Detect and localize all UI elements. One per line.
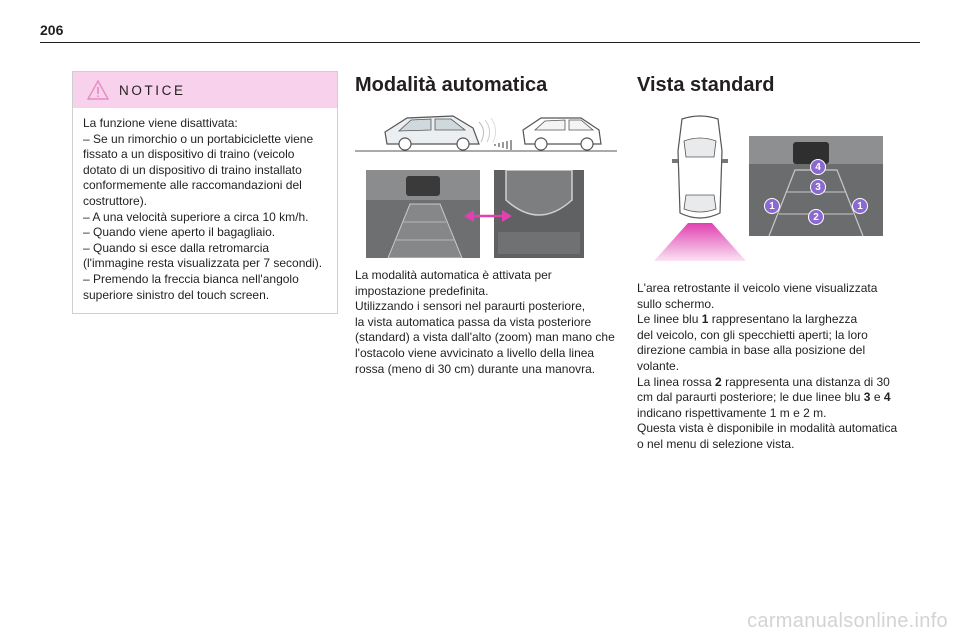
standard-view-line: cm dal paraurti posteriore; le due linee… — [637, 390, 891, 405]
standard-view-line: direzione cambia in base alla posizione … — [637, 343, 866, 358]
auto-mode-line: rossa (meno di 30 cm) durante una manovr… — [355, 361, 596, 376]
auto-mode-line: la vista automatica passa da vista poste… — [355, 314, 592, 329]
auto-mode-line: impostazione predefinita. — [355, 283, 489, 298]
standard-view-line: Questa vista è disponibile in modalità a… — [637, 421, 898, 436]
standard-view-heading: Vista standard — [637, 74, 775, 96]
auto-mode-line: La modalità automatica è attivata per — [355, 268, 552, 282]
notice-line: – Quando si esce dalla retromarcia — [83, 240, 270, 255]
callout-1-left: 1 — [764, 198, 780, 214]
notice-line: – A una velocità superiore a circa 10 km… — [83, 209, 309, 224]
notice-box: NOTICE La funzione viene disattivata: – … — [72, 71, 338, 314]
notice-line: dotato di un dispositivo di traino insta… — [83, 162, 302, 177]
standard-view-line: La linea rossa 2 rappresenta una distanz… — [637, 374, 890, 389]
callout-4: 4 — [810, 159, 826, 175]
callout-3: 3 — [810, 179, 826, 195]
watermark: carmanualsonline.info — [747, 610, 948, 632]
notice-title: NOTICE — [119, 82, 186, 98]
notice-line: fissato a un dispositivo di traino (veic… — [83, 147, 295, 162]
callout-2: 2 — [808, 209, 824, 225]
car-top-view-illustration — [654, 115, 746, 261]
header-rule — [40, 42, 920, 43]
notice-line: La funzione viene disattivata: — [83, 116, 238, 130]
page-number: 206 — [40, 22, 64, 38]
car-approach-illustration — [355, 115, 617, 152]
auto-mode-line: (standard) a vista dall'alto (zoom) man … — [355, 330, 615, 345]
notice-body: La funzione viene disattivata: – Se un r… — [73, 108, 337, 303]
notice-line: costruttore). — [83, 193, 148, 208]
auto-mode-text: La modalità automatica è attivata per im… — [355, 268, 615, 377]
auto-mode-line: l'ostacolo viene avvicinato a livello de… — [355, 345, 595, 360]
standard-view-line: del veicolo, con gli specchietti aperti;… — [637, 327, 868, 342]
notice-line: superiore sinistro del touch screen. — [83, 287, 270, 302]
auto-mode-line: Utilizzando i sensori nel paraurti poste… — [355, 299, 586, 314]
standard-view-line: Le linee blu 1 rappresentano la larghezz… — [637, 312, 858, 327]
notice-line: conformemente alle raccomandazioni del — [83, 178, 302, 193]
auto-mode-heading: Modalità automatica — [355, 74, 548, 96]
notice-header: NOTICE — [73, 72, 337, 108]
notice-line: – Quando viene aperto il bagagliaio. — [83, 225, 276, 240]
rear-camera-image: 4 3 1 2 1 — [749, 136, 883, 236]
warning-icon — [87, 80, 109, 100]
standard-view-line: indicano rispettivamente 1 m e 2 m. — [637, 405, 827, 420]
standard-view-line: o nel menu di selezione vista. — [637, 436, 795, 451]
callout-1-right: 1 — [852, 198, 868, 214]
standard-view-line: L'area retrostante il veicolo viene visu… — [637, 281, 878, 311]
camera-view-transition — [366, 170, 584, 258]
notice-line: – Se un rimorchio o un portabiciclette v… — [83, 131, 314, 146]
standard-view-text: L'area retrostante il veicolo viene visu… — [637, 281, 917, 453]
notice-line: (l'immagine resta visualizzata per 7 sec… — [83, 256, 323, 271]
standard-view-line: volante. — [637, 358, 680, 373]
notice-line: – Premendo la freccia bianca nell'angolo — [83, 271, 299, 286]
